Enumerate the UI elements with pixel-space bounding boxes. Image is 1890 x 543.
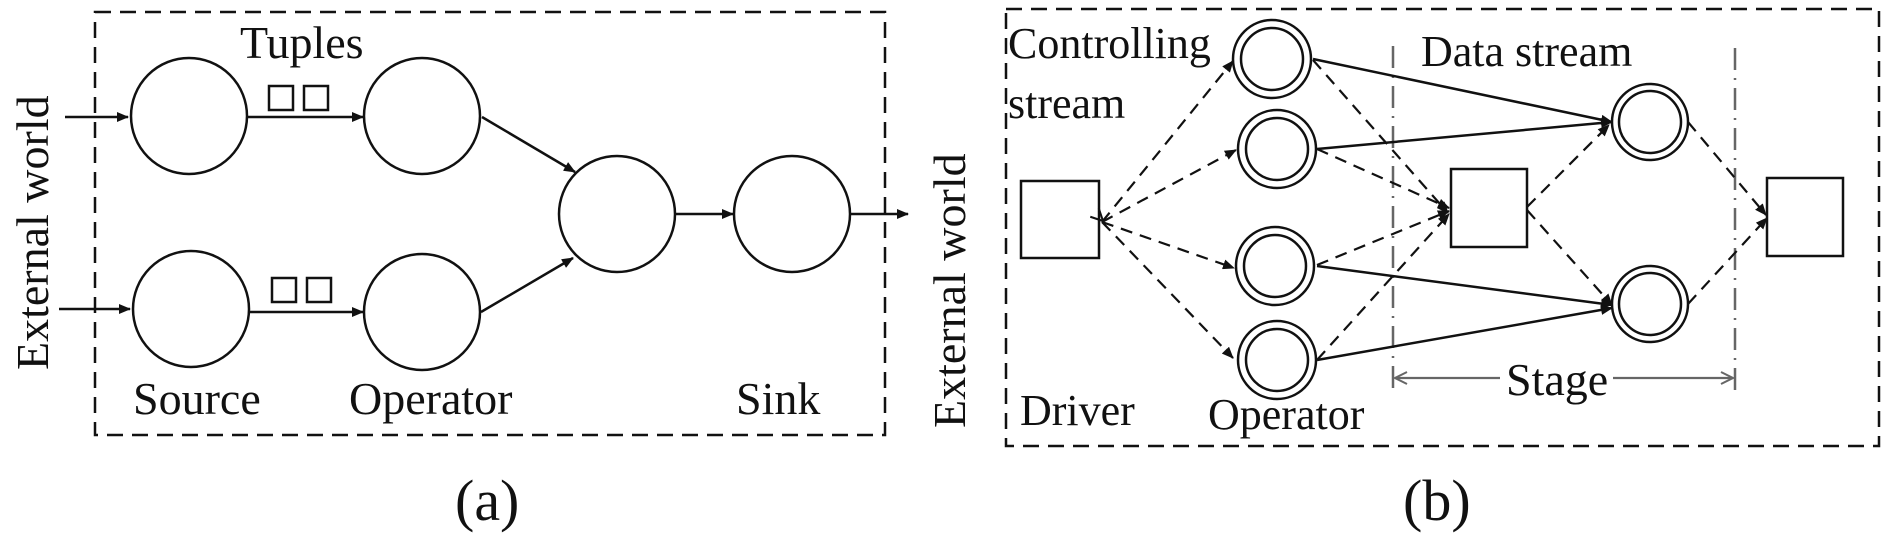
- operator-node: [1236, 319, 1318, 401]
- source-node-top: [129, 56, 249, 176]
- panel-b: Controlling stream Data stream: [1004, 7, 1881, 533]
- operator-node: [1231, 18, 1313, 100]
- control-edge-op3-mid: [1316, 209, 1450, 267]
- control-edge-op4-mid: [1316, 213, 1450, 361]
- control-edge-mid-stage-op1: [1526, 124, 1610, 208]
- stage-operator-node: [1610, 82, 1690, 162]
- driver-node: [1019, 179, 1101, 260]
- edge-operator-top-merge: [481, 115, 576, 174]
- external-world-out-label: External world: [924, 153, 975, 428]
- control-edge-driver-op3: [1101, 220, 1235, 270]
- operator-node-top: [362, 56, 482, 176]
- tuple-icon: [270, 276, 298, 304]
- sink-label: Sink: [736, 373, 820, 424]
- source-node-bottom: [131, 249, 251, 369]
- panel-a: External world Tuples External world Sou…: [7, 10, 975, 533]
- data-edge-op3-stage-op2: [1316, 264, 1613, 309]
- tuple-icon: [267, 84, 295, 112]
- controlling-stream-label-line2: stream: [1008, 79, 1125, 128]
- control-edge-stage-op1-right: [1687, 121, 1767, 216]
- operator-label: Operator: [349, 373, 512, 424]
- data-edge-op2-stage-op1: [1316, 118, 1613, 151]
- next-stage-node: [1765, 176, 1845, 258]
- driver-label: Driver: [1020, 386, 1135, 435]
- tuples-label: Tuples: [240, 17, 364, 68]
- operator-label: Operator: [1208, 390, 1365, 439]
- edge-operator-bottom-merge: [480, 256, 574, 314]
- control-edge-head: [1103, 221, 1105, 223]
- data-stream-label: Data stream: [1421, 27, 1632, 76]
- control-edge-op2-mid: [1316, 147, 1450, 210]
- tuple-icon: [302, 84, 330, 112]
- stage-operator-node: [1610, 264, 1690, 344]
- tuple-icon: [305, 276, 333, 304]
- data-edge-op1-stage-op1: [1312, 57, 1613, 125]
- operator-node-bottom: [362, 252, 482, 372]
- control-edge-stage-op2-right: [1687, 217, 1768, 305]
- panel-b-boundary: [1004, 7, 1881, 448]
- data-edge-op4-stage-op2: [1316, 304, 1613, 362]
- control-edge-driver-op2: [1101, 149, 1237, 223]
- stage-label: Stage: [1506, 354, 1608, 405]
- control-edge-mid-stage-op2: [1526, 209, 1613, 306]
- caption-a: (a): [455, 468, 519, 533]
- operator-node: [1236, 108, 1318, 190]
- controlling-stream-label-line1: Controlling: [1008, 19, 1211, 68]
- sink-node: [732, 154, 852, 274]
- control-edge-driver-op1: [1101, 60, 1234, 223]
- control-edge-op1-mid: [1312, 59, 1449, 214]
- source-label: Source: [133, 373, 261, 424]
- external-world-in-label: External world: [7, 95, 58, 370]
- control-edge-driver-op4: [1101, 221, 1234, 359]
- operator-node-merge: [557, 154, 677, 274]
- operator-node: [1234, 225, 1316, 307]
- stage-control-node: [1449, 167, 1529, 249]
- panel-a-boundary: [93, 10, 887, 437]
- caption-b: (b): [1403, 468, 1471, 533]
